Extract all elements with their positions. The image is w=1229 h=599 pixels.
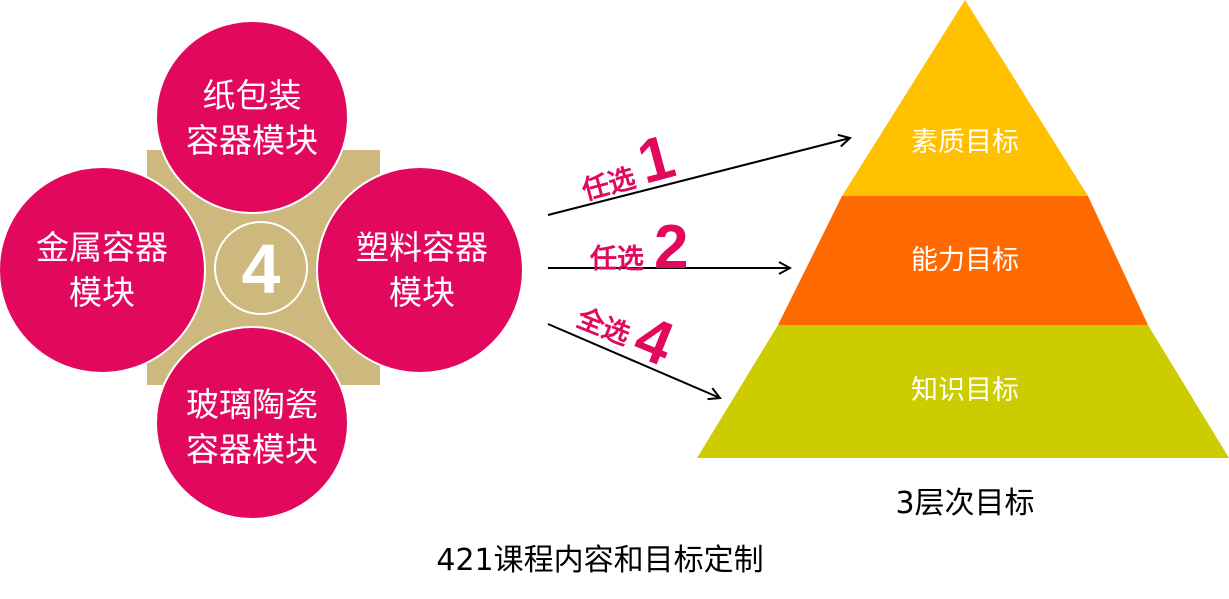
module-circle-right <box>316 166 524 374</box>
svg-text:2: 2 <box>654 213 688 282</box>
module-circle-bottom <box>155 326 349 520</box>
module-line: 金属容器 <box>36 228 168 267</box>
arrow-label-3: 全选 4 <box>571 301 683 380</box>
module-label-paper: 纸包装 容器模块 <box>157 73 347 163</box>
arrow-3 <box>547 323 720 398</box>
module-line: 容器模块 <box>186 430 318 469</box>
module-line: 玻璃陶瓷 <box>186 385 318 424</box>
module-line: 容器模块 <box>186 121 318 160</box>
svg-text:任选: 任选 <box>589 244 644 275</box>
svg-text:1: 1 <box>631 122 682 198</box>
pyramid-level-top <box>842 0 1088 196</box>
pyramid-level-bottom <box>697 325 1229 458</box>
arrow-label-1: 任选 1 <box>578 122 682 207</box>
center-circle <box>214 221 308 315</box>
module-line: 模块 <box>389 273 455 312</box>
module-circle-left <box>0 166 206 374</box>
module-line: 纸包装 <box>202 76 302 115</box>
pyramid-label-knowledge: 知识目标 <box>911 375 1019 406</box>
arrow-1 <box>547 138 850 216</box>
pyramid-label-ability: 能力目标 <box>911 245 1019 276</box>
module-label-glass: 玻璃陶瓷 容器模块 <box>157 382 347 472</box>
pyramid-caption: 3层次目标 <box>895 486 1035 521</box>
pyramid-level-middle <box>778 196 1148 325</box>
module-label-plastic: 塑料容器 模块 <box>322 225 522 315</box>
center-number: 4 <box>242 230 281 308</box>
arrow-label-2: 任选 2 <box>589 213 688 282</box>
module-circle-top <box>155 20 349 214</box>
svg-text:全选: 全选 <box>571 301 634 351</box>
module-label-metal: 金属容器 模块 <box>2 225 202 315</box>
module-line: 塑料容器 <box>356 228 488 267</box>
module-line: 模块 <box>69 273 135 312</box>
svg-text:4: 4 <box>625 303 683 380</box>
svg-text:任选: 任选 <box>578 163 639 207</box>
diagram-title: 421课程内容和目标定制 <box>436 543 764 578</box>
pyramid-label-quality: 素质目标 <box>911 127 1019 158</box>
